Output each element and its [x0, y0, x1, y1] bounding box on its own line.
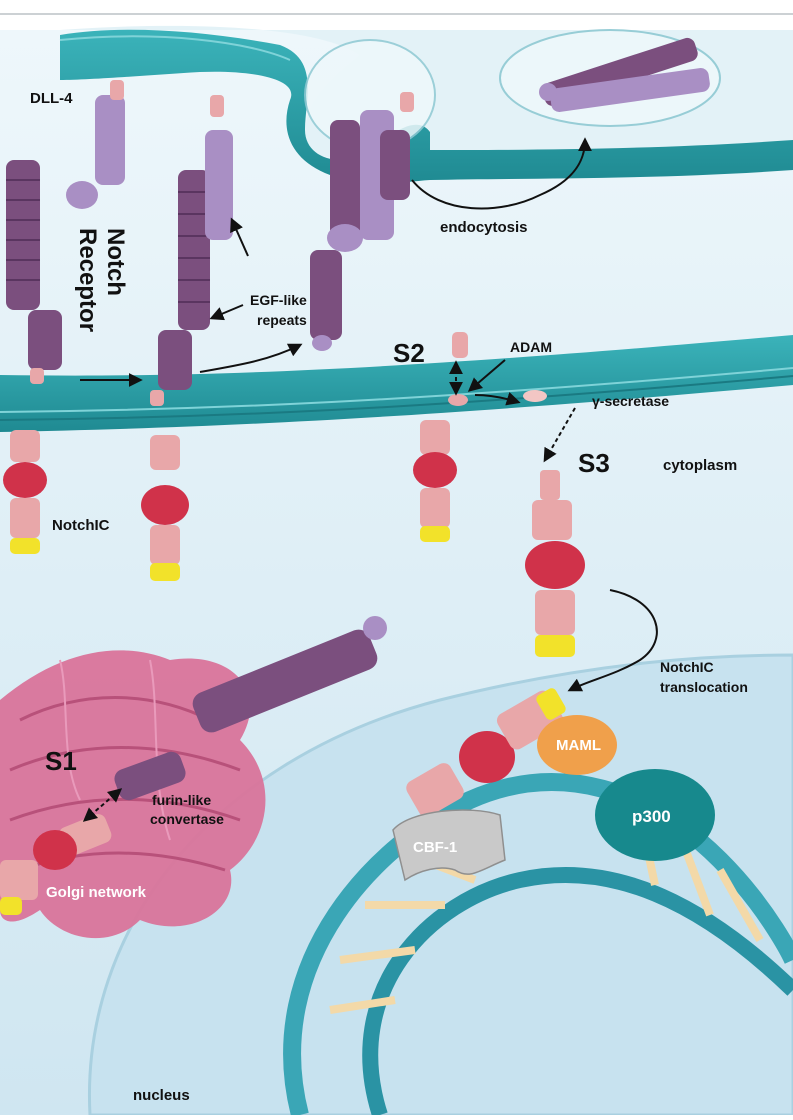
- p300-protein: [595, 769, 715, 861]
- notch-receptor-3: [310, 92, 414, 351]
- label-dll4: DLL-4: [30, 90, 73, 107]
- label-s3: S3: [578, 448, 610, 478]
- arrow-egf-up: [230, 217, 249, 257]
- label-nucleus: nucleus: [133, 1087, 190, 1104]
- label-p300: p300: [632, 807, 671, 826]
- arrow-egf-down: [209, 304, 244, 321]
- label-s1: S1: [45, 746, 77, 776]
- label-notchic-translocation-1: NotchIC: [660, 659, 714, 675]
- upper-membrane-highlight: [59, 35, 291, 61]
- arrow-s2-fragment: [474, 392, 521, 406]
- notchic-domain-2: [141, 435, 189, 581]
- label-furin-like: furin-like: [152, 792, 211, 808]
- arrow-gamma-secretase: [543, 407, 576, 463]
- arrow-binding-to-pull: [199, 343, 303, 373]
- label-endocytosis: endocytosis: [440, 219, 528, 236]
- membrane-line-1: [0, 367, 793, 413]
- cbf1-protein: [392, 809, 506, 882]
- nucleus-region: [87, 653, 793, 1117]
- upper-cell-membrane: [60, 29, 793, 184]
- maml-protein: [537, 715, 617, 775]
- label-notchic: NotchIC: [52, 517, 110, 534]
- notchic-domain-1: [3, 430, 47, 554]
- label-notchic-translocation-2: translocation: [660, 679, 748, 695]
- label-egf-like: EGF-like: [250, 292, 307, 308]
- label-convertase: convertase: [150, 811, 224, 827]
- nuclear-complex: [406, 688, 566, 817]
- arrow-endocytosis: [411, 137, 592, 210]
- label-repeats: repeats: [257, 312, 307, 328]
- notchic-domain-3: [413, 420, 457, 542]
- label-cytoplasm: cytoplasm: [663, 457, 737, 474]
- vesicle-notch-ligand: [539, 37, 710, 112]
- notch-receptor-2: [150, 95, 233, 406]
- arrow-s1-cut: [82, 788, 123, 822]
- membrane-line-2: [0, 375, 793, 421]
- s2-cleavage-fragments: [448, 332, 547, 406]
- label-gamma-secretase: γ-secretase: [592, 393, 669, 409]
- label-cbf1: CBF-1: [413, 839, 457, 856]
- dll4-ligand-1: [66, 80, 125, 209]
- arrow-translocation: [567, 589, 658, 692]
- label-adam: ADAM: [510, 339, 552, 355]
- notchic-domain-4: [525, 470, 585, 657]
- label-golgi-network: Golgi network: [46, 884, 147, 901]
- label-receptor: Receptor: [74, 228, 101, 332]
- notch-receptor-1: [6, 160, 62, 384]
- label-s2: S2: [393, 338, 425, 368]
- label-maml: MAML: [556, 737, 601, 754]
- label-notch: Notch: [102, 228, 129, 296]
- golgi-notch-receptor: [0, 616, 387, 915]
- arrow-adam: [467, 359, 506, 392]
